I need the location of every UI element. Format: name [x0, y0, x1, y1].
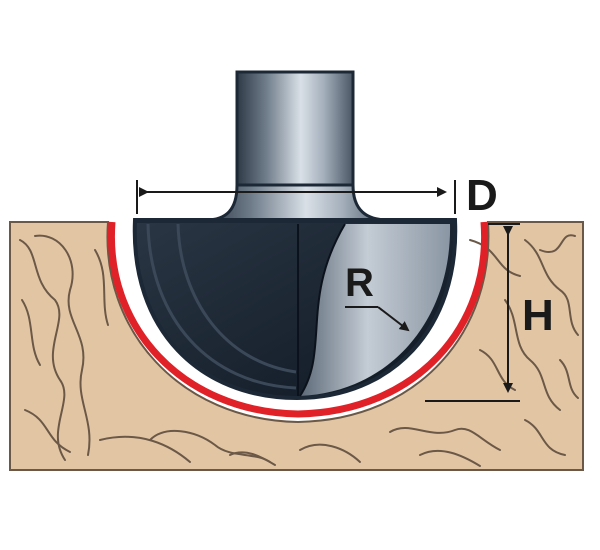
diameter-label: D: [466, 171, 498, 220]
radius-label: R: [345, 261, 374, 305]
bit-flute-light: [300, 224, 451, 396]
dimension-radius: R: [345, 261, 410, 332]
dimension-height: H: [425, 223, 554, 402]
bit-neck: [205, 183, 389, 222]
cut-profile-line: [107, 221, 489, 418]
wood-block: [9, 221, 584, 471]
router-bit: [132, 70, 458, 401]
bit-groove-outer: [146, 223, 297, 390]
height-label: H: [522, 291, 554, 340]
wood-grain: [19, 234, 579, 467]
bit-groove-inner: [176, 223, 297, 374]
bit-flute-edge: [299, 223, 346, 397]
r-arrow-diagonal: [377, 306, 410, 332]
wood-block-shape: [9, 221, 584, 471]
dimension-diameter: D: [136, 171, 498, 220]
